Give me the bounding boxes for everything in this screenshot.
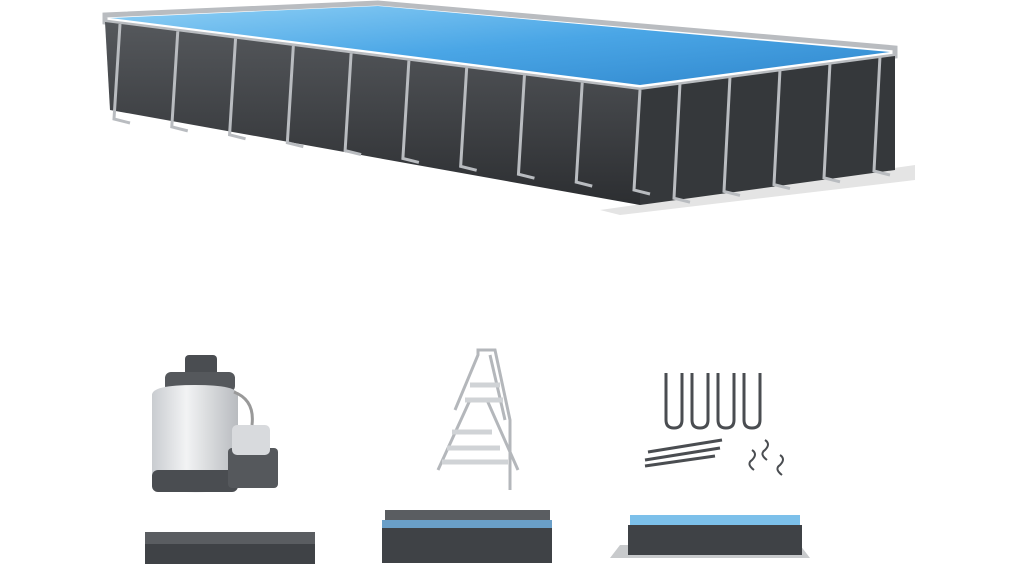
pool-wall-long xyxy=(105,22,640,205)
frame-leg xyxy=(343,53,362,157)
pool-wall-short xyxy=(640,56,895,205)
frame-leg xyxy=(227,38,246,141)
frame-leg xyxy=(112,23,131,125)
pool-cover xyxy=(382,510,552,563)
frame-leg xyxy=(672,83,691,204)
frame-leg xyxy=(285,45,304,149)
pool-water xyxy=(110,6,890,85)
pool-frame-legs xyxy=(112,23,891,204)
ground-cloth xyxy=(145,532,315,564)
assembled-pool xyxy=(610,515,810,558)
frame-leg xyxy=(872,55,891,177)
frame-leg xyxy=(459,67,478,172)
frame-leg xyxy=(822,62,841,184)
frame-leg xyxy=(516,75,535,180)
pool xyxy=(102,0,915,215)
frame-leg xyxy=(772,69,791,191)
frame-leg xyxy=(722,76,741,197)
frame-leg xyxy=(574,82,593,188)
frame-leg xyxy=(632,89,651,196)
frame-hardware xyxy=(644,373,784,476)
frame-leg xyxy=(170,31,189,133)
frame-leg xyxy=(401,60,420,164)
sand-filter-pump xyxy=(152,355,278,493)
pool-ladder xyxy=(436,348,520,490)
